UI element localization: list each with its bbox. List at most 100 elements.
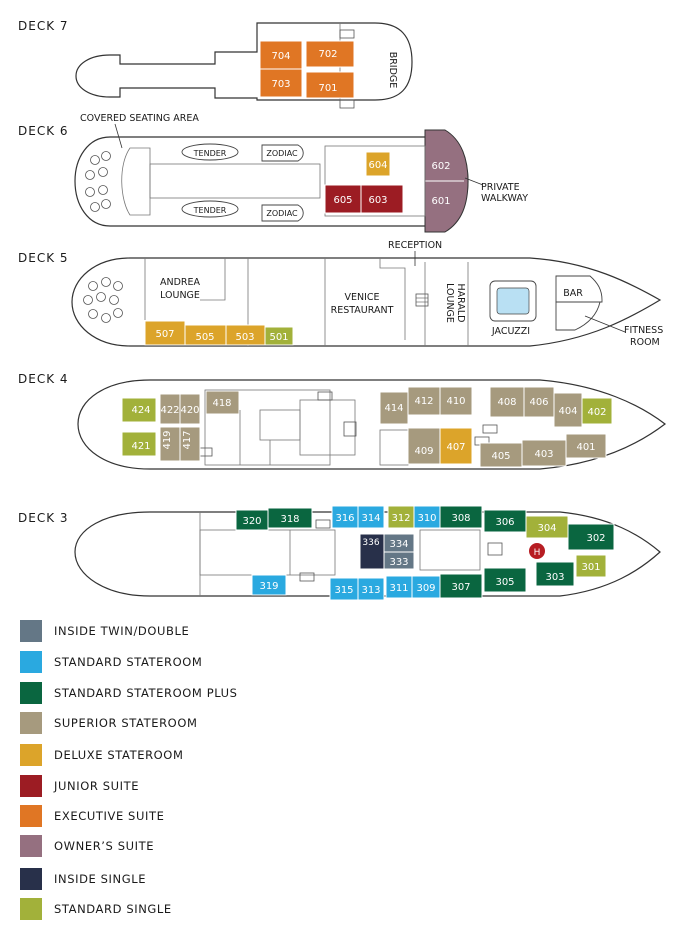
svg-text:603: 603 [368, 195, 387, 206]
cabin-406[interactable]: 406 [523, 386, 555, 418]
legend-swatch [20, 744, 42, 766]
cabin-307[interactable]: 307 [439, 573, 483, 599]
cabin-308[interactable]: 308 [439, 505, 483, 529]
svg-text:320: 320 [242, 516, 261, 527]
harald-lounge-label: LOUNGE [444, 283, 455, 323]
cabin-420[interactable]: 420 [179, 393, 201, 425]
svg-text:420: 420 [180, 405, 199, 416]
svg-text:408: 408 [497, 397, 516, 408]
cabin-309[interactable]: 309 [411, 575, 441, 599]
svg-text:703: 703 [271, 79, 290, 90]
cabin-301[interactable]: 301 [575, 554, 607, 578]
cabin-703[interactable]: 703 [259, 68, 303, 98]
cabin-304[interactable]: 304 [525, 515, 569, 539]
cabin-505[interactable]: 505 [184, 324, 227, 346]
cabin-418[interactable]: 418 [205, 390, 240, 415]
legend-item-standard-plus: STANDARD STATEROOM PLUS [20, 682, 238, 704]
cabin-424[interactable]: 424 [121, 397, 157, 423]
cabin-306[interactable]: 306 [483, 509, 527, 533]
svg-text:418: 418 [212, 398, 231, 409]
cabin-604[interactable]: 604 [365, 151, 391, 177]
svg-text:405: 405 [491, 451, 510, 462]
deck-3: H 320 318 316 314 312 310 308 [74, 505, 661, 600]
venice-restaurant-label: RESTAURANT [331, 305, 394, 316]
deck-6-title: DECK 6 [18, 124, 69, 138]
cabin-507[interactable]: 507 [144, 320, 186, 346]
cabin-704[interactable]: 704 [259, 40, 303, 70]
svg-text:407: 407 [446, 442, 465, 453]
legend-swatch [20, 775, 42, 797]
cabin-336[interactable]: 336 [359, 533, 385, 570]
cabin-311[interactable]: 311 [385, 575, 413, 599]
svg-text:424: 424 [131, 405, 150, 416]
deck-7: 704 703 702 701 BRIDGE [75, 22, 413, 109]
legend-swatch [20, 712, 42, 734]
svg-text:319: 319 [259, 581, 278, 592]
cabin-302[interactable]: 302 [567, 523, 615, 551]
cabin-333[interactable]: 333 [383, 551, 415, 570]
svg-text:401: 401 [576, 442, 595, 453]
legend-label: INSIDE TWIN/DOUBLE [54, 624, 190, 638]
deck-4-title: DECK 4 [18, 372, 69, 386]
cabin-312[interactable]: 312 [387, 505, 415, 529]
cabin-408[interactable]: 408 [489, 386, 525, 418]
legend-swatch [20, 898, 42, 920]
andrea-lounge-label: LOUNGE [160, 290, 200, 301]
svg-text:409: 409 [414, 446, 433, 457]
cabin-412[interactable]: 412 [407, 386, 441, 416]
svg-text:602: 602 [431, 161, 450, 172]
svg-text:701: 701 [318, 83, 337, 94]
fitness-label: FITNESS [624, 325, 663, 336]
svg-text:309: 309 [416, 583, 435, 594]
legend-label: INSIDE SINGLE [54, 872, 147, 886]
svg-text:333: 333 [389, 557, 408, 568]
private-label: PRIVATE [481, 182, 520, 193]
cabin-603[interactable]: 603 [360, 184, 404, 214]
cabin-419[interactable]: 419 [159, 426, 181, 462]
cabin-310[interactable]: 310 [413, 505, 441, 529]
cabin-410[interactable]: 410 [439, 386, 473, 416]
cabin-320[interactable]: 320 [235, 509, 269, 531]
cabin-605[interactable]: 605 [324, 184, 362, 214]
cabin-417[interactable]: 417 [179, 426, 201, 462]
cabin-421[interactable]: 421 [121, 431, 157, 457]
svg-text:302: 302 [586, 533, 605, 544]
cabin-501[interactable]: 501 [264, 326, 294, 346]
cabin-601[interactable]: 601 [426, 183, 458, 213]
legend-item-executive-suite: EXECUTIVE SUITE [20, 805, 164, 827]
cabin-334[interactable]: 334 [383, 533, 415, 553]
cabin-409[interactable]: 409 [407, 427, 441, 465]
deck-5: ANDREA LOUNGE VENICE RESTAURANT RECEPTIO… [71, 240, 663, 348]
svg-text:404: 404 [558, 406, 577, 417]
svg-text:313: 313 [361, 585, 380, 596]
deck-6: TENDER TENDER ZODIAC ZODIAC COVERED SEAT… [74, 113, 528, 233]
cabin-403[interactable]: 403 [521, 439, 567, 467]
cabin-305[interactable]: 305 [483, 567, 527, 593]
cabin-405[interactable]: 405 [479, 442, 523, 468]
cabin-313[interactable]: 313 [357, 577, 385, 600]
cabin-701[interactable]: 701 [305, 71, 355, 99]
deck-5-outline [71, 257, 662, 347]
cabin-314[interactable]: 314 [357, 505, 385, 529]
svg-text:422: 422 [160, 405, 179, 416]
cabin-315[interactable]: 315 [329, 577, 359, 600]
covered-seating-label: COVERED SEATING AREA [80, 113, 199, 124]
lounge-circles [83, 277, 123, 323]
cabin-407[interactable]: 407 [439, 427, 473, 465]
cabin-404[interactable]: 404 [553, 392, 583, 428]
cabin-414[interactable]: 414 [379, 391, 409, 425]
cabin-401[interactable]: 401 [565, 433, 607, 459]
cabin-319[interactable]: 319 [251, 574, 287, 596]
cabin-503[interactable]: 503 [225, 324, 266, 346]
cabin-422[interactable]: 422 [159, 393, 181, 425]
cabin-316[interactable]: 316 [331, 505, 359, 529]
svg-text:402: 402 [587, 407, 606, 418]
cabin-402[interactable]: 402 [581, 397, 613, 425]
cabin-318[interactable]: 318 [267, 507, 313, 529]
cabin-303[interactable]: 303 [535, 561, 575, 587]
cabin-702[interactable]: 702 [305, 40, 355, 68]
reception-label: RECEPTION [388, 240, 442, 251]
svg-text:306: 306 [495, 517, 514, 528]
legend-swatch [20, 805, 42, 827]
cabin-602[interactable]: 602 [426, 150, 458, 180]
